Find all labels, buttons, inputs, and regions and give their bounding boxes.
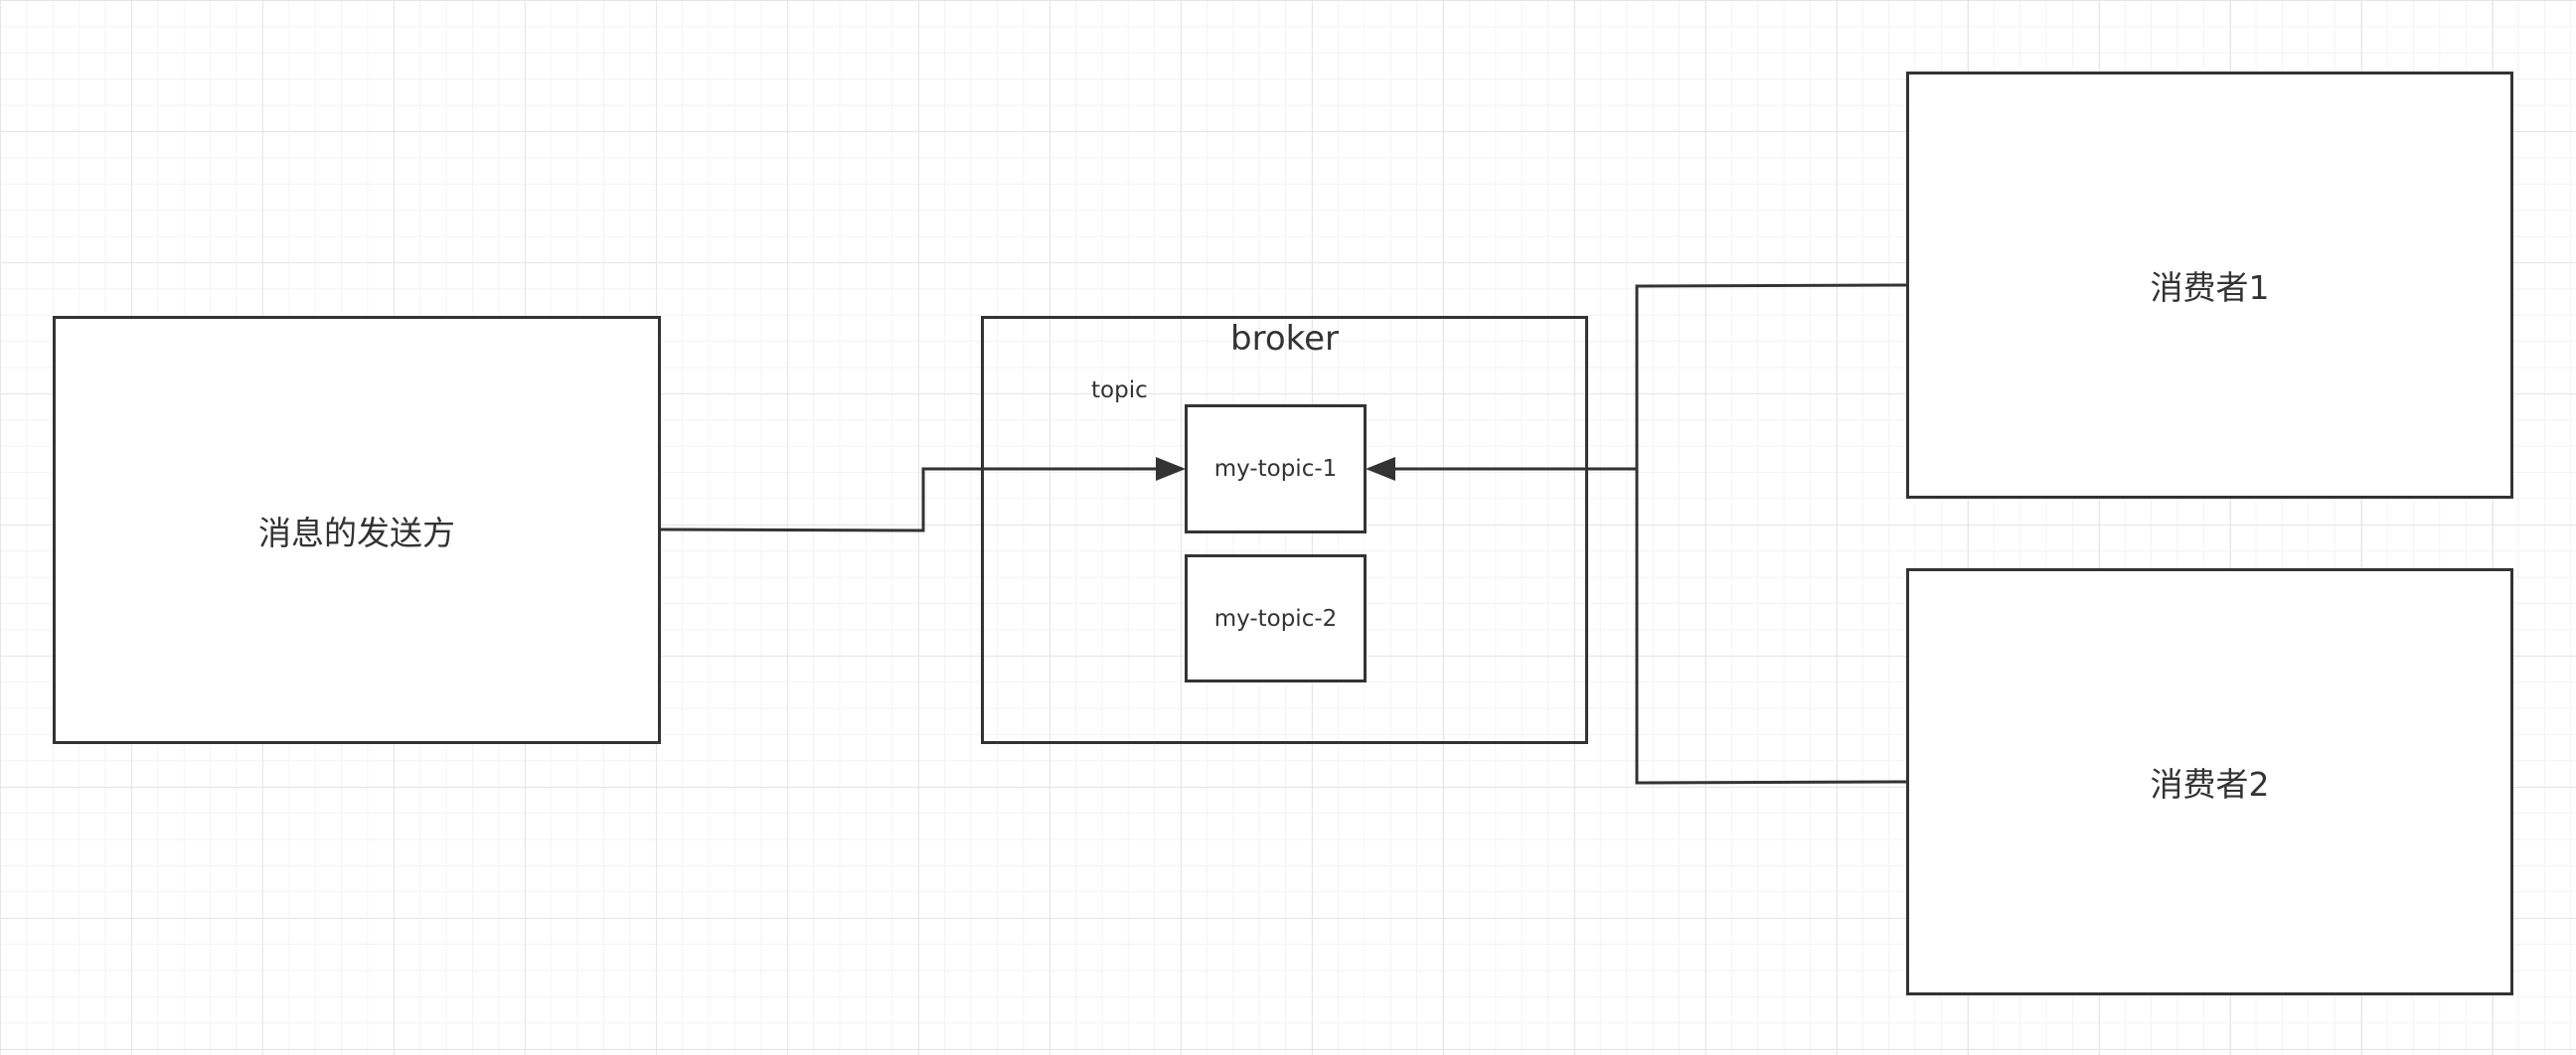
broker-title: broker [1230,319,1339,359]
consumer-label: 消费者2 [2150,765,2270,804]
consumer-node-1[interactable]: 消费者1 [1906,72,2513,499]
broker-node[interactable]: broker [981,316,1588,744]
producer-node[interactable]: 消息的发送方 [53,316,661,744]
edge-consumer-1-to-topic-1[interactable] [1366,283,1907,481]
topic-label: my-topic-2 [1213,605,1338,632]
topic-label: my-topic-1 [1213,456,1338,482]
topic-node-2[interactable]: my-topic-2 [1185,554,1367,682]
edge-consumer-2-to-topic-1[interactable] [1635,469,1907,785]
consumer-node-2[interactable]: 消费者2 [1906,568,2513,995]
consumer-label: 消费者1 [2150,268,2270,307]
topic-node-1[interactable]: my-topic-1 [1185,404,1367,533]
producer-label: 消息的发送方 [258,513,455,552]
edge-producer-to-topic-1[interactable] [660,457,1186,532]
topic-caption: topic [1091,377,1148,403]
